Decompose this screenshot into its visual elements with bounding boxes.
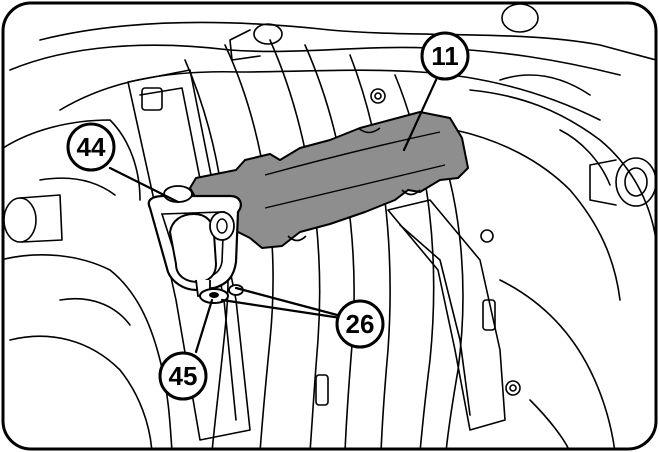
leader-line-26-a <box>234 286 343 318</box>
callout-45: 45 <box>158 351 208 401</box>
piston-right-inner <box>624 167 648 197</box>
piston-right-body <box>589 159 617 206</box>
pad-notch-3 <box>482 299 496 331</box>
housing-detail-4 <box>529 399 571 449</box>
left-boss-body <box>19 194 63 243</box>
retaining-plate-ridge <box>264 131 441 176</box>
callout-44: 44 <box>66 122 116 172</box>
top-boss <box>253 23 283 45</box>
piston-right <box>615 157 656 207</box>
brake-pad-right <box>387 199 506 431</box>
caliper-left-outline <box>9 335 153 449</box>
leader-line-45 <box>194 298 214 354</box>
retaining-plate-slot-2 <box>401 189 421 196</box>
washer-hole <box>209 292 219 298</box>
retaining-plate-ridge-2 <box>264 164 446 209</box>
disc-arc-1 <box>184 59 229 449</box>
caliper-right-lower <box>499 279 616 449</box>
retaining-plate-slot-1 <box>357 127 381 134</box>
pin-body <box>168 212 218 284</box>
housing-detail-3 <box>39 177 116 196</box>
housing-detail-2 <box>559 129 611 186</box>
callout-11: 11 <box>420 31 470 81</box>
disc-arc-3 <box>269 39 321 449</box>
callout-11-label: 11 <box>431 41 459 71</box>
caliper-housing-contour <box>9 44 621 76</box>
leader-line-26-b <box>220 298 343 320</box>
leader-line-44 <box>108 166 180 204</box>
bolt-head-top <box>370 88 386 104</box>
callout-26: 26 <box>335 299 385 349</box>
top-boss-body <box>229 29 261 61</box>
bolt-head-top-inner <box>374 92 382 100</box>
pad-notch-1 <box>141 87 163 111</box>
retaining-plate-slot-3 <box>287 235 307 242</box>
bolt-head-lower-right-inner <box>509 384 517 392</box>
caliper-housing-top <box>39 21 656 61</box>
leader-line-11 <box>402 78 438 152</box>
callout-26-label: 26 <box>346 309 375 339</box>
housing-detail-5 <box>59 297 131 326</box>
bolt-head-right <box>480 229 494 243</box>
callout-45-label: 45 <box>169 361 198 391</box>
caliper-right-housing-2 <box>454 129 621 301</box>
pin-collar <box>163 185 193 203</box>
brake-pad-left <box>127 69 251 441</box>
housing-detail-1 <box>499 74 591 96</box>
brake-pad-right-inner <box>399 224 471 416</box>
top-right-bushing <box>501 3 539 33</box>
pad-notch-2 <box>315 374 329 406</box>
bolt-head-lower-right <box>505 380 521 396</box>
pin-head-inner <box>216 218 228 234</box>
caliper-left-lower <box>3 254 173 449</box>
callout-44-label: 44 <box>77 132 106 162</box>
caliper-left-housing <box>3 119 141 201</box>
